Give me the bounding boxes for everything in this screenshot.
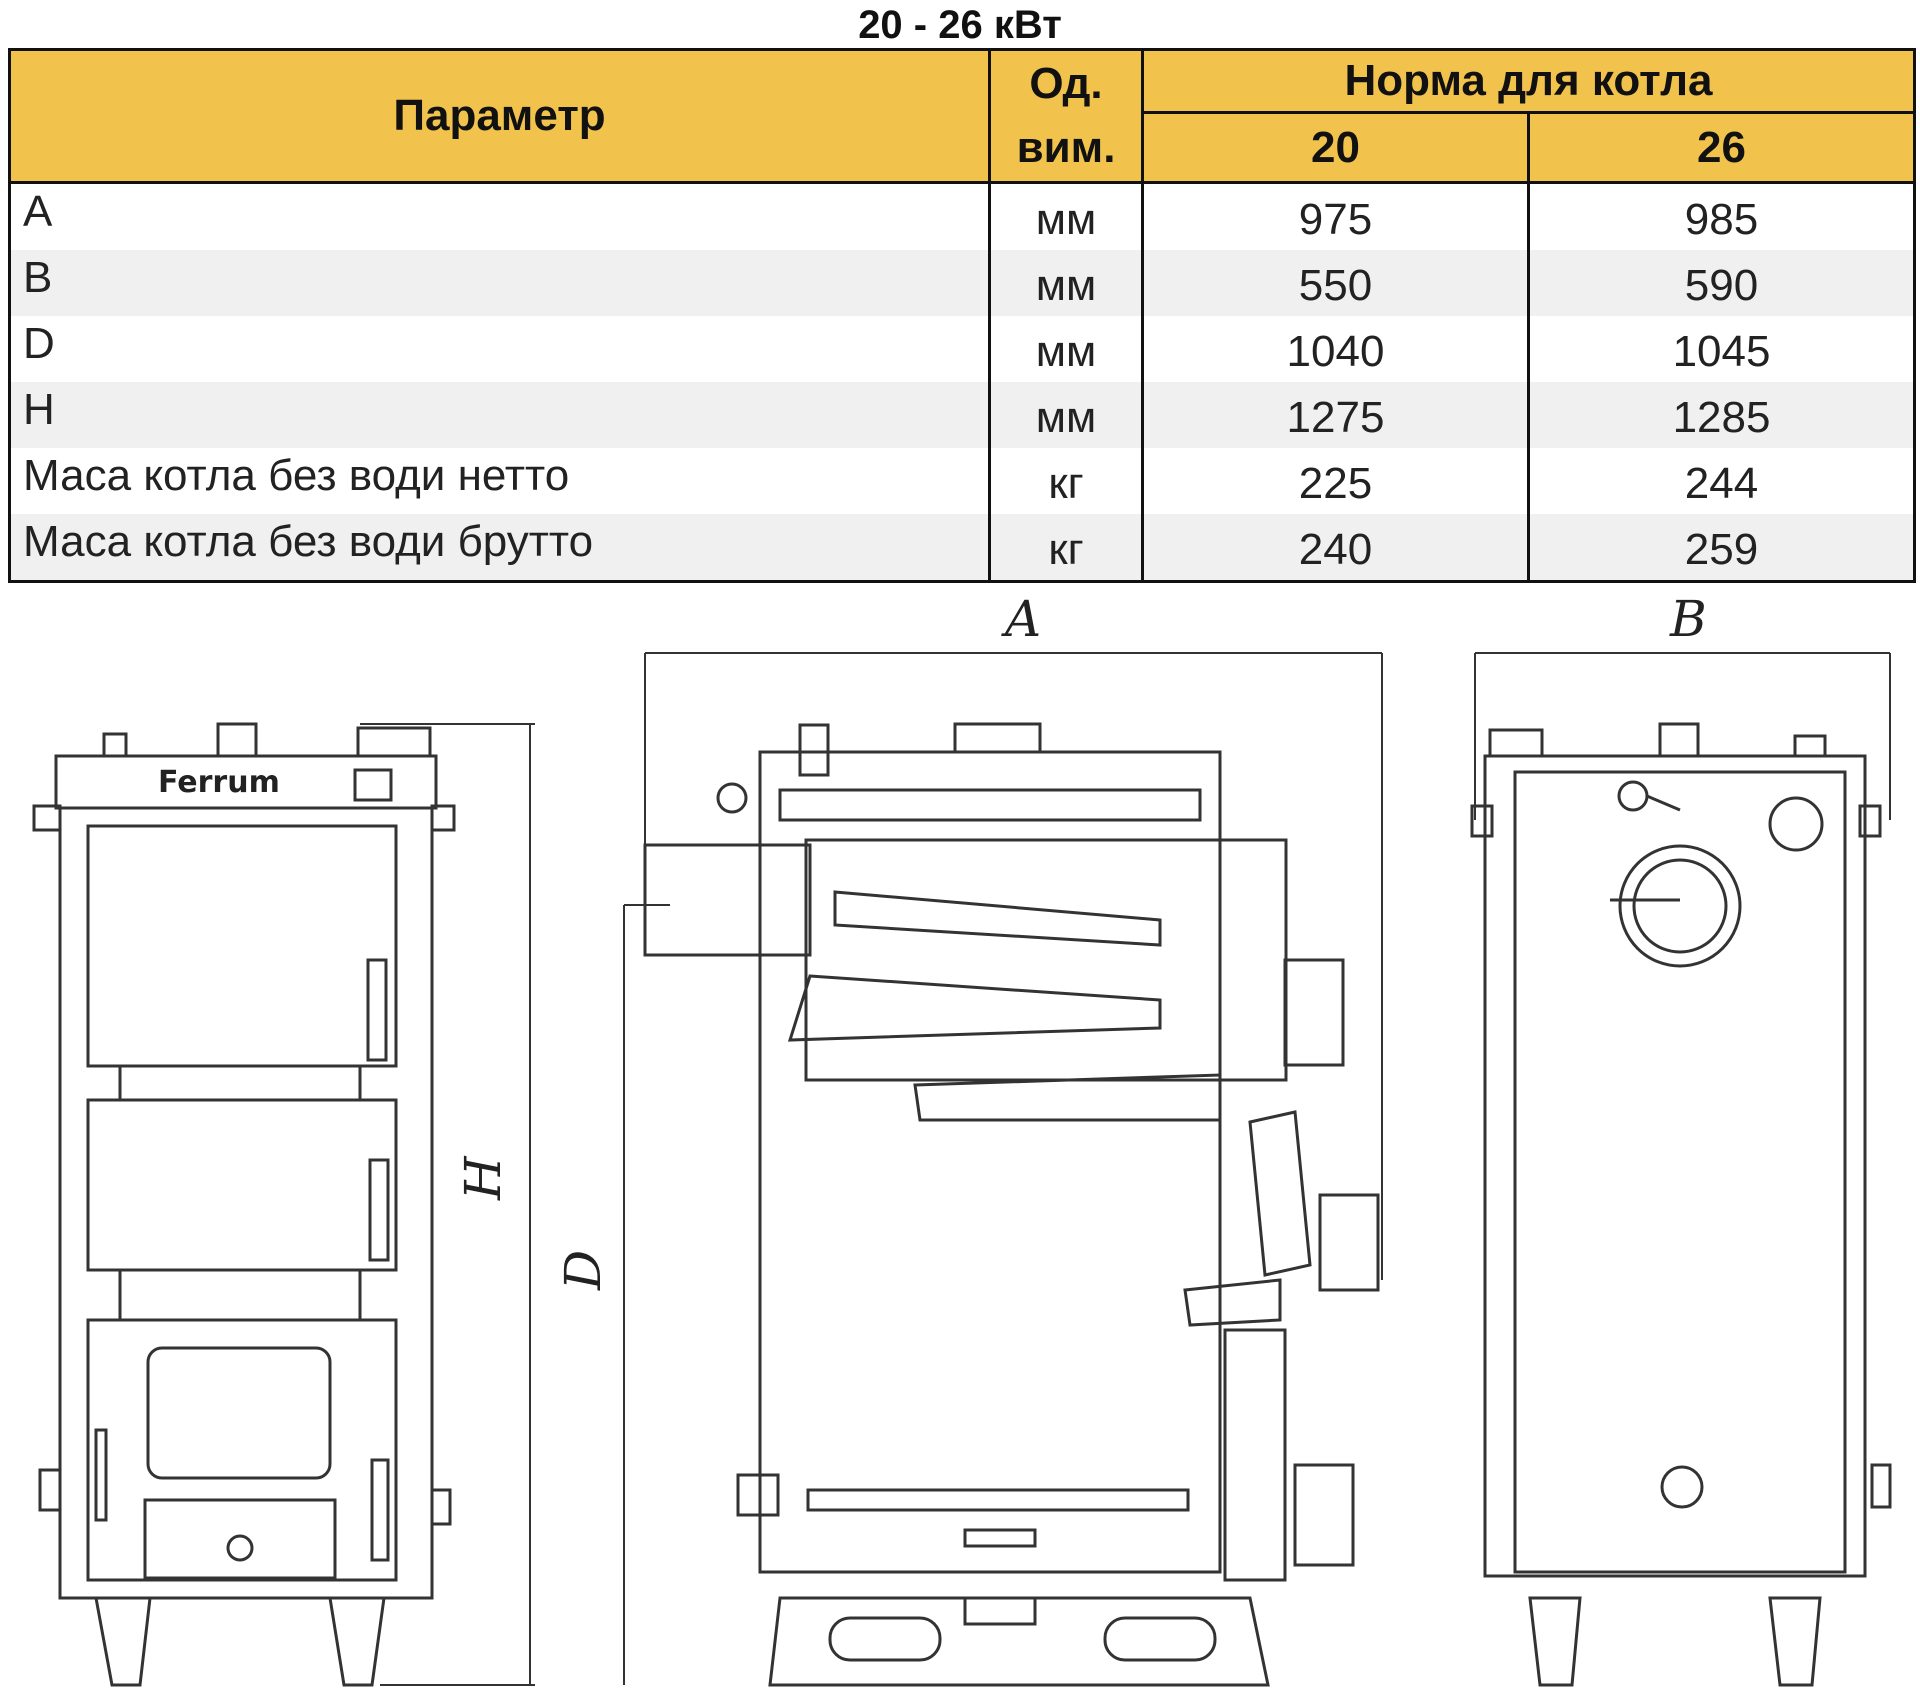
boiler-technical-drawing: Ferrum A B H D <box>32 590 1892 1687</box>
param-cell: A <box>8 182 991 250</box>
dimension-label-a: A <box>1001 590 1041 648</box>
unit-cell: мм <box>988 382 1144 448</box>
param-cell: H <box>8 382 991 448</box>
unit-cell: мм <box>988 250 1144 316</box>
ferrum-logo: Ferrum <box>158 765 280 800</box>
table-row: Маса котла без води брутто кг 240 259 <box>8 514 1917 583</box>
value-20-cell: 550 <box>1141 250 1530 316</box>
header-param: Параметр <box>8 48 991 184</box>
header-model-26: 26 <box>1526 111 1917 184</box>
table-row: H мм 1275 1285 <box>8 382 1917 448</box>
table-row: Маса котла без води нетто кг 225 244 <box>8 448 1917 514</box>
table-row: D мм 1040 1045 <box>8 316 1917 382</box>
value-20-cell: 1275 <box>1141 382 1530 448</box>
param-cell: Маса котла без води нетто <box>8 448 991 514</box>
value-26-cell: 244 <box>1526 448 1917 514</box>
param-cell: B <box>8 250 991 316</box>
unit-cell: кг <box>988 448 1144 514</box>
side-view <box>623 652 1383 1687</box>
rear-view <box>1470 652 1892 1687</box>
spec-table: Параметр Од. вим. Норма для котла 20 26 … <box>8 47 1917 583</box>
param-cell: D <box>8 316 991 382</box>
param-cell: Маса котла без води брутто <box>8 514 991 583</box>
table-row: A мм 975 985 <box>8 182 1917 250</box>
value-26-cell: 590 <box>1526 250 1917 316</box>
front-view <box>32 722 535 1687</box>
value-20-cell: 225 <box>1141 448 1530 514</box>
unit-cell: кг <box>988 514 1144 583</box>
value-20-cell: 975 <box>1141 182 1530 250</box>
value-20-cell: 240 <box>1141 514 1530 583</box>
page-title: 20 - 26 кВт <box>858 3 1062 47</box>
table-row: B мм 550 590 <box>8 250 1917 316</box>
header-model-20: 20 <box>1141 111 1530 184</box>
dimension-label-d: D <box>554 1250 612 1291</box>
value-20-cell: 1040 <box>1141 316 1530 382</box>
value-26-cell: 259 <box>1526 514 1917 583</box>
value-26-cell: 1285 <box>1526 382 1917 448</box>
unit-cell: мм <box>988 182 1144 250</box>
dimension-label-h: H <box>454 1155 512 1201</box>
value-26-cell: 1045 <box>1526 316 1917 382</box>
header-norm: Норма для котла <box>1140 47 1917 115</box>
dimension-label-b: B <box>1669 590 1707 648</box>
header-unit: Од. вим. <box>988 48 1144 184</box>
value-26-cell: 985 <box>1526 182 1917 250</box>
unit-cell: мм <box>988 316 1144 382</box>
